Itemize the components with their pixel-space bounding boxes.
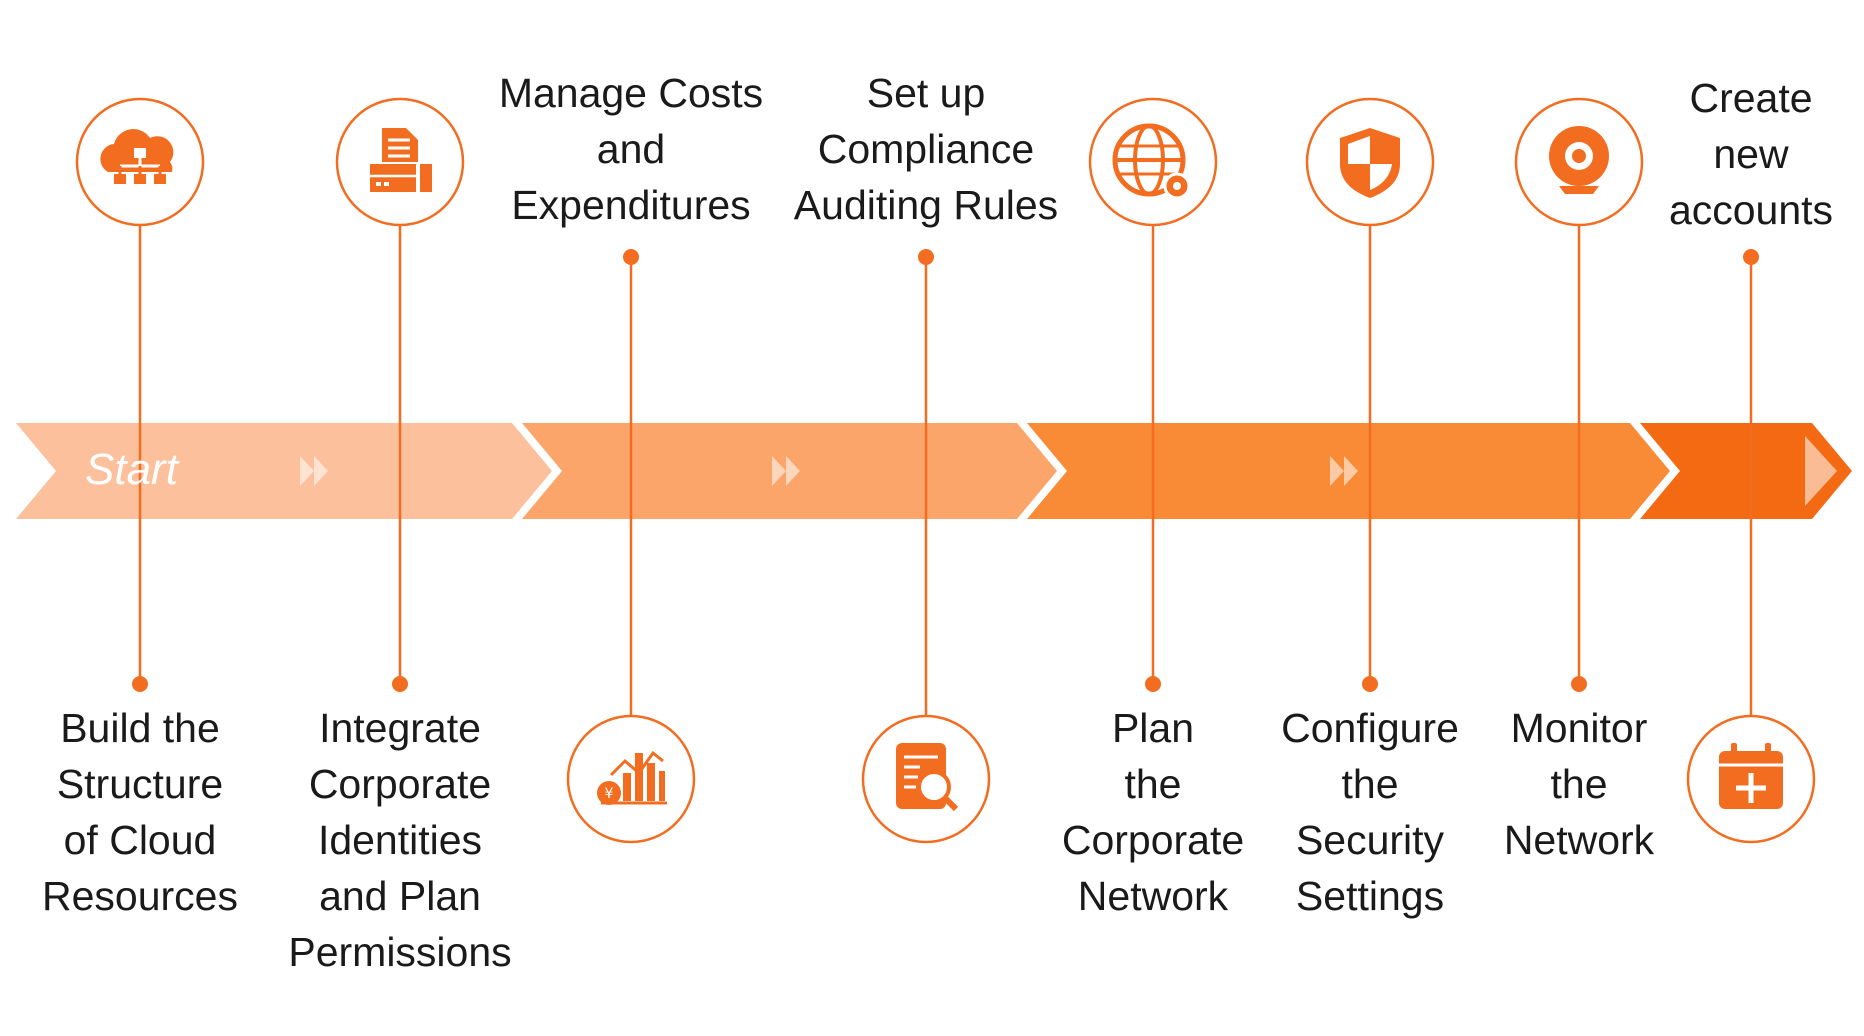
audit-document-search-icon	[896, 743, 959, 812]
start-label: Start	[85, 445, 178, 494]
end-chevron-icon	[1805, 436, 1837, 506]
progress-band	[16, 423, 1852, 519]
step-label-security-settings: Configure the Security Settings	[1281, 705, 1459, 919]
band-chevrons	[300, 436, 1837, 506]
dot-7	[1571, 676, 1587, 692]
svg-text:¥: ¥	[605, 786, 614, 802]
shield-icon	[1340, 128, 1400, 198]
dot-4	[918, 249, 934, 265]
calendar-add-icon	[1719, 743, 1783, 809]
cost-chart-icon: ¥	[597, 750, 667, 805]
dot-2	[392, 676, 408, 692]
step-label-build-structure: Build the Structure of Cloud Resources	[42, 705, 238, 919]
band-segment-1	[16, 423, 552, 519]
step-label-monitor-network: Monitor the Network	[1503, 705, 1655, 863]
dot-6	[1362, 676, 1378, 692]
dot-5	[1145, 676, 1161, 692]
connector-lines	[138, 225, 1753, 715]
double-chevron-icon	[1330, 456, 1358, 486]
double-chevron-icon	[772, 456, 800, 486]
globe-gear-icon	[1112, 123, 1191, 200]
step-label-create-accounts: Create new accounts	[1668, 75, 1834, 233]
cloud-structure-icon	[100, 129, 174, 184]
step-label-integrate-identities: Integrate Corporate Identities and Plan …	[288, 705, 512, 975]
step-label-corporate-network: Plan the Corporate Network	[1061, 705, 1245, 919]
webcam-icon	[1549, 126, 1609, 194]
step-label-manage-costs: Manage Costs and Expenditures	[498, 70, 764, 228]
connector-dots	[132, 249, 1759, 692]
step-label-compliance-auditing: Set up Compliance Auditing Rules	[793, 70, 1059, 228]
dot-1	[132, 676, 148, 692]
double-chevron-icon	[300, 456, 328, 486]
band-segment-4	[1640, 423, 1852, 519]
dot-3	[623, 249, 639, 265]
dot-8	[1743, 249, 1759, 265]
server-document-icon	[370, 128, 432, 192]
